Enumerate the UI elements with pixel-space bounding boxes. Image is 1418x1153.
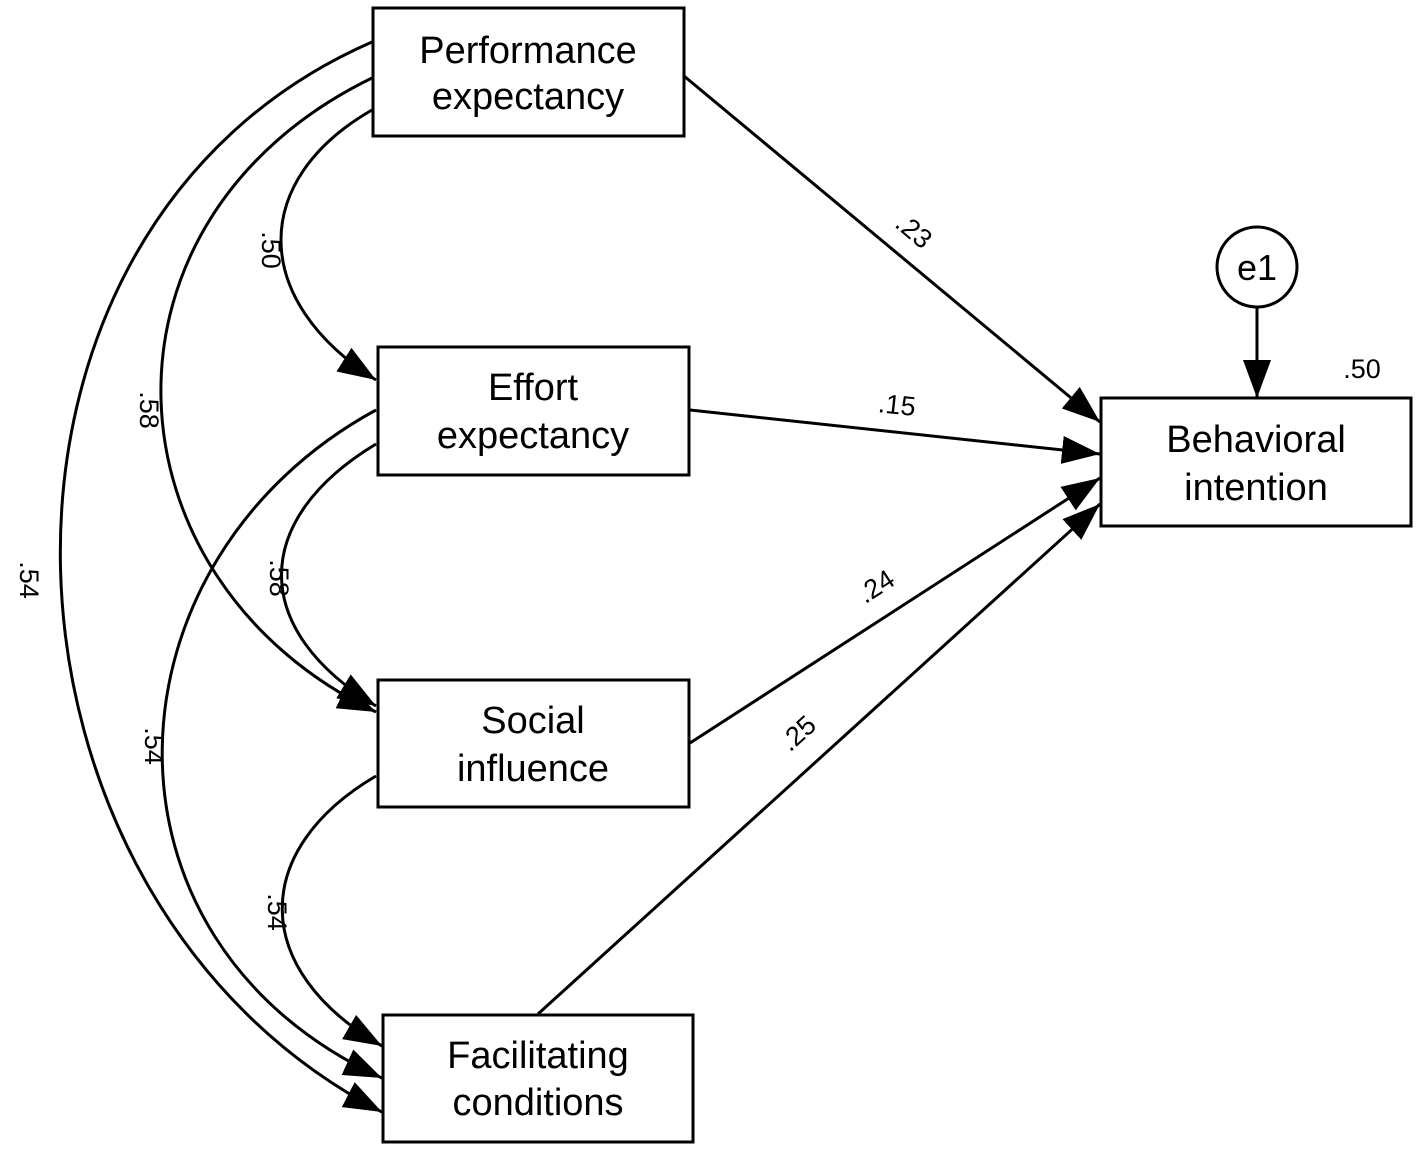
- node-social-influence: Social influence: [376, 678, 691, 809]
- node-facilitating-conditions: Facilitating conditions: [381, 1013, 695, 1144]
- corr-performance-social: .58: [134, 391, 164, 429]
- path-effort-to-behavioral: [689, 408, 1101, 464]
- r-squared-behavioral: .50: [1343, 354, 1381, 384]
- corr-effort-social: .58: [264, 559, 294, 597]
- node-performance-line1: Performance: [419, 30, 637, 72]
- node-performance-expectancy: Performance expectancy: [371, 6, 686, 138]
- node-behavioral-line2: intention: [1184, 467, 1328, 509]
- coef-social-to-behavioral: .24: [852, 564, 900, 610]
- node-performance-line2: expectancy: [432, 76, 624, 118]
- node-facilitating-line2: conditions: [452, 1082, 623, 1124]
- corr-performance-effort: .50: [256, 231, 286, 269]
- error-label: e1: [1237, 247, 1277, 288]
- coef-facilitating-to-behavioral: .25: [774, 710, 822, 757]
- corr-effort-facilitating: .54: [139, 727, 169, 765]
- covariance-social-facilitating: [280, 744, 416, 1048]
- covariance-performance-effort: [279, 78, 412, 382]
- path-performance-to-behavioral: [683, 74, 1101, 424]
- coef-effort-to-behavioral: .15: [877, 388, 917, 422]
- corr-performance-facilitating: .54: [14, 561, 44, 599]
- node-error-e1: e1: [1215, 225, 1299, 309]
- covariance-effort-facilitating: [160, 379, 417, 1080]
- covariance-performance-facilitating: [58, 13, 413, 1114]
- node-social-line1: Social: [481, 700, 585, 742]
- node-effort-line2: expectancy: [437, 415, 629, 457]
- path-facilitating-to-behavioral: [536, 502, 1102, 1016]
- node-effort-line1: Effort: [488, 367, 579, 409]
- corr-social-facilitating: .54: [262, 893, 292, 931]
- path-social-to-behavioral: [689, 476, 1101, 745]
- coef-performance-to-behavioral: .23: [890, 208, 938, 255]
- covariance-performance-social: [159, 48, 413, 714]
- node-behavioral-intention: Behavioral intention: [1099, 396, 1413, 528]
- node-effort-expectancy: Effort expectancy: [376, 345, 691, 477]
- covariance-effort-social: [280, 412, 416, 708]
- node-behavioral-line1: Behavioral: [1166, 419, 1346, 461]
- node-social-line2: influence: [457, 748, 609, 790]
- node-facilitating-line1: Facilitating: [447, 1035, 629, 1077]
